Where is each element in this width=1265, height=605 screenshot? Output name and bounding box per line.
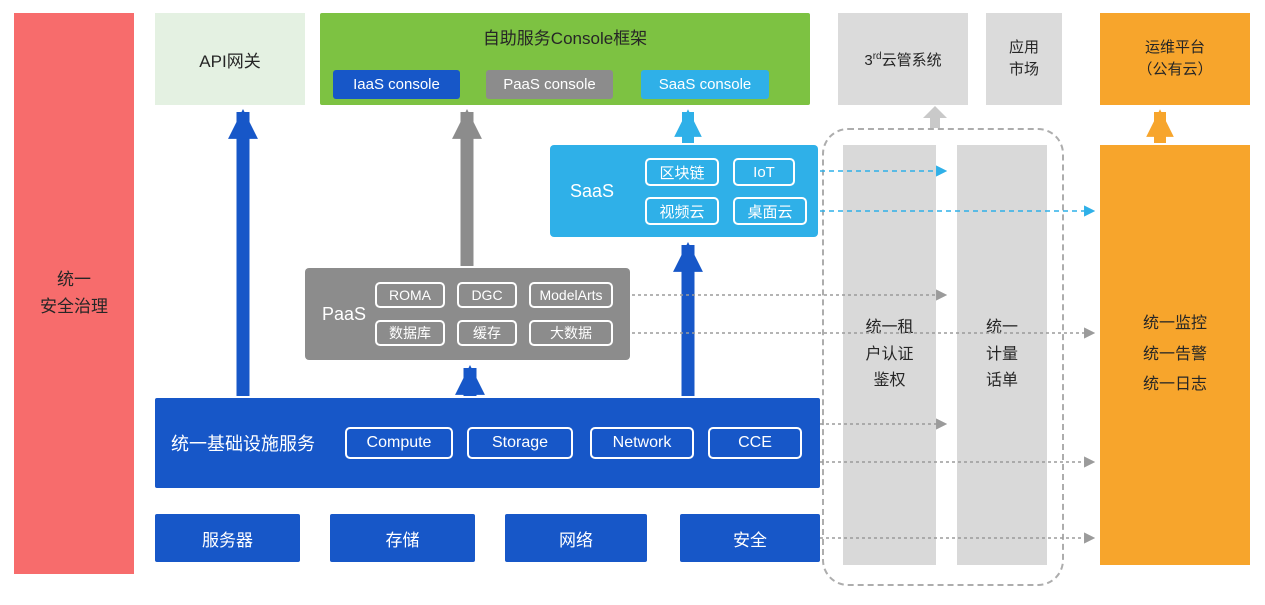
saas-chip-video-cloud: 视频云 bbox=[645, 197, 719, 225]
app-market-box: 应用 市场 bbox=[986, 13, 1062, 105]
arrow-tenant-services-to-third-party bbox=[923, 106, 947, 128]
saas-chip-desktop-cloud: 桌面云 bbox=[733, 197, 807, 225]
console-framework-title: 自助服务Console框架 bbox=[482, 29, 648, 48]
unified-auth-bar: 统一租 户认证 鉴权 bbox=[843, 145, 936, 565]
hardware-box-storage: 存储 bbox=[330, 514, 475, 562]
saas-chip-blockchain: 区块链 bbox=[645, 158, 719, 186]
infra-chip-storage: Storage bbox=[467, 427, 573, 459]
paas-chip-bigdata: 大数据 bbox=[529, 320, 613, 346]
infra-chip-cce: CCE bbox=[708, 427, 802, 459]
api-gateway-box: API网关 bbox=[155, 13, 305, 105]
saas-box: SaaS 区块链 IoT 视频云 桌面云 bbox=[550, 145, 818, 237]
infra-chip-network: Network bbox=[590, 427, 694, 459]
infrastructure-label: 统一基础设施服务 bbox=[171, 434, 315, 454]
infrastructure-box: 统一基础设施服务 Compute Storage Network CCE bbox=[155, 398, 820, 488]
paas-chip-roma: ROMA bbox=[375, 282, 445, 308]
paas-chip-cache: 缓存 bbox=[457, 320, 517, 346]
unified-monitoring-bar: 统一监控 统一告警 统一日志 bbox=[1100, 145, 1250, 565]
saas-console-chip: SaaS console bbox=[641, 70, 769, 99]
om-platform-box: 运维平台 （公有云） bbox=[1100, 13, 1250, 105]
hardware-box-security: 安全 bbox=[680, 514, 820, 562]
paas-label: PaaS bbox=[322, 303, 367, 324]
console-framework-box: 自助服务Console框架 IaaS console PaaS console … bbox=[320, 13, 810, 105]
saas-label: SaaS bbox=[570, 180, 615, 201]
paas-chip-dgc: DGC bbox=[457, 282, 517, 308]
iaas-console-chip: IaaS console bbox=[333, 70, 460, 99]
unified-security-panel: 统一 安全治理 bbox=[14, 13, 134, 574]
infra-chip-compute: Compute bbox=[345, 427, 453, 459]
paas-chip-modelarts: ModelArts bbox=[529, 282, 613, 308]
third-party-cloud-label: 3rd云管系统 bbox=[864, 50, 942, 69]
paas-console-chip: PaaS console bbox=[486, 70, 613, 99]
hardware-box-network: 网络 bbox=[505, 514, 647, 562]
tenant-services-dashed-container bbox=[822, 128, 1064, 586]
hardware-box-server: 服务器 bbox=[155, 514, 300, 562]
paas-box: PaaS ROMA DGC ModelArts 数据库 缓存 大数据 bbox=[305, 268, 630, 360]
saas-chip-iot: IoT bbox=[733, 158, 795, 186]
unified-billing-bar: 统一 计量 话单 bbox=[957, 145, 1047, 565]
third-party-cloud-box: 3rd云管系统 bbox=[838, 13, 968, 105]
paas-chip-database: 数据库 bbox=[375, 320, 445, 346]
